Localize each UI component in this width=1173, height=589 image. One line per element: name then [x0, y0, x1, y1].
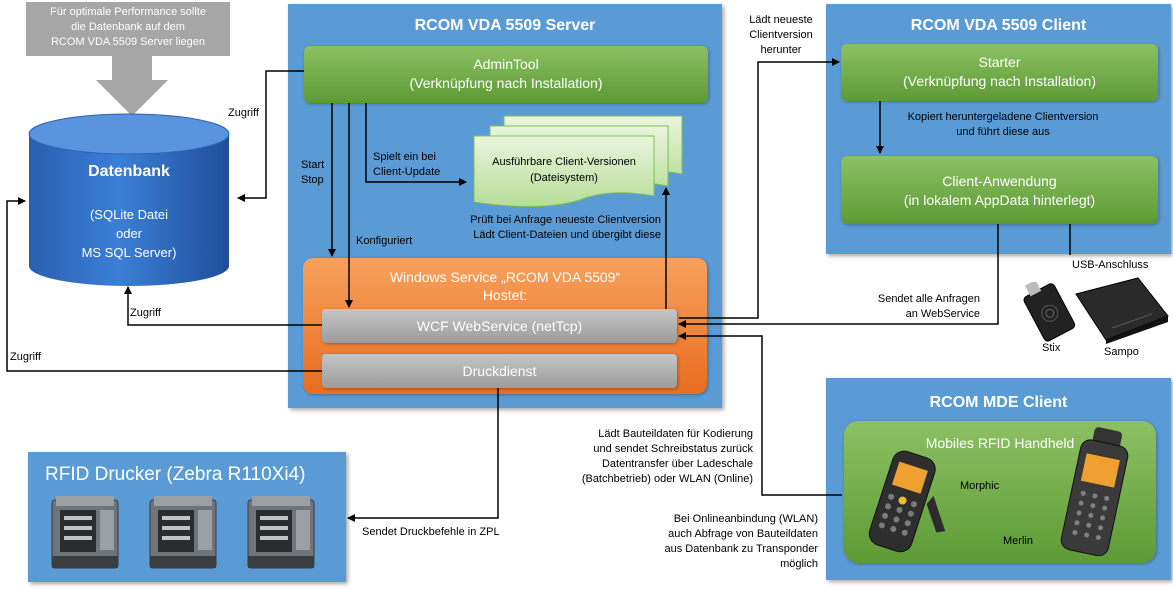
- bauteil-line: (Batchbetrieb) oder WLAN (Online): [581, 473, 753, 485]
- stix-label: Stix: [1042, 342, 1061, 354]
- merlin-device-icon: [1060, 427, 1129, 556]
- mde-inner-title: Mobiles RFID Handheld: [925, 435, 1075, 451]
- zugriff-admintool-label: Zugriff: [228, 107, 259, 119]
- wcf-label: WCF WebService (netTcp): [416, 318, 583, 334]
- starter-label: Starter: [978, 54, 1021, 70]
- mde-title: RCOM MDE Client: [929, 394, 1068, 411]
- druckdienst-box: Druckdienst: [322, 354, 677, 388]
- client-app-sub: (in lokalem AppData hinterlegt): [903, 192, 1096, 208]
- performance-note: Für optimale Performance sollte die Date…: [26, 2, 230, 56]
- client-versions-sub: (Dateisystem): [530, 172, 598, 184]
- laedt-line: Clientversion: [749, 29, 813, 41]
- windows-service-hosts: Hostet:: [482, 287, 528, 303]
- morphic-device-icon: [868, 450, 946, 553]
- kopiert-label: Kopiert heruntergeladene Clientversion u…: [888, 110, 1118, 140]
- prueft-line: Prüft bei Anfrage neueste Clientversion: [470, 214, 661, 226]
- sampo-device-icon: [1075, 277, 1169, 344]
- bauteil-line: Lädt Bauteildaten für Kodierung: [598, 428, 753, 440]
- database-cylinder: [28, 113, 230, 286]
- database-line: MS SQL Server): [81, 245, 177, 260]
- start-label: Start: [301, 159, 325, 171]
- stix-device-icon: [1023, 282, 1076, 342]
- spielt-label: Spielt ein bei Client-Update: [373, 150, 440, 180]
- client-versions-label: Ausführbare Client-Versionen: [492, 156, 636, 168]
- druckdienst-label: Druckdienst: [462, 363, 537, 379]
- konfiguriert-label: Konfiguriert: [356, 235, 413, 247]
- kopiert-line: Kopiert heruntergeladene Clientversion: [907, 111, 1099, 123]
- admintool-box: AdminTool (Verknüpfung nach Installation…: [304, 46, 708, 103]
- note-line: die Datenbank auf dem: [71, 21, 185, 33]
- prueft-line: Lädt Client-Dateien und übergibt diese: [473, 229, 661, 241]
- client-app-label: Client-Anwendung: [942, 173, 1057, 189]
- morphic-label: Morphic: [960, 480, 1000, 492]
- online-label: Bei Onlineanbindung (WLAN) auch Abfrage …: [620, 512, 819, 572]
- client-versions-text: Ausführbare Client-Versionen (Dateisyste…: [474, 154, 654, 186]
- spielt-line: Client-Update: [373, 166, 441, 178]
- database-line: oder: [115, 226, 143, 241]
- sendet-line: an WebService: [905, 308, 980, 320]
- printer-title: RFID Drucker (Zebra R110Xi4): [45, 464, 306, 485]
- spielt-line: Spielt ein bei: [373, 151, 436, 163]
- laedt-line: Lädt neueste: [749, 14, 813, 26]
- druckbefehle-label: Sendet Druckbefehle in ZPL: [362, 526, 500, 538]
- starter-box: Starter (Verknüpfung nach Installation): [841, 44, 1158, 101]
- sampo-label: Sampo: [1104, 346, 1139, 358]
- note-line: RCOM VDA 5509 Server liegen: [50, 36, 206, 48]
- database-title: Datenbank: [88, 163, 170, 180]
- prueft-label: Prüft bei Anfrage neueste Clientversion …: [440, 213, 661, 243]
- client-app-box: Client-Anwendung (in lokalem AppData hin…: [841, 156, 1158, 224]
- note-line: Für optimale Performance sollte: [50, 6, 206, 18]
- zugriff-wcf-label: Zugriff: [130, 307, 161, 319]
- admintool-label: AdminTool: [473, 56, 539, 72]
- bauteil-line: Datentransfer über Ladeschale: [601, 458, 753, 470]
- windows-service-label: Windows Service „RCOM VDA 5509“ Hostet:: [303, 268, 707, 304]
- merlin-label: Merlin: [1003, 535, 1033, 547]
- client-versions-docs: [473, 115, 683, 208]
- usb-label: USB-Anschluss: [1072, 259, 1149, 271]
- windows-service-title: Windows Service „RCOM VDA 5509“: [389, 269, 621, 285]
- laedt-neueste-label: Lädt neueste Clientversion herunter: [731, 13, 831, 58]
- bauteil-line: und sendet Schreibstatus zurück: [593, 443, 753, 455]
- sendet-line: Sendet alle Anfragen: [877, 293, 980, 305]
- online-line: auch Abfrage von Bauteildaten: [668, 528, 818, 540]
- bauteildaten-label: Lädt Bauteildaten für Kodierung und send…: [560, 427, 753, 487]
- client-title: RCOM VDA 5509 Client: [910, 17, 1087, 34]
- online-line: Bei Onlineanbindung (WLAN): [673, 513, 818, 525]
- zugriff-druck-label: Zugriff: [10, 351, 41, 363]
- kopiert-line: und führt diese aus: [956, 126, 1050, 138]
- online-line: möglich: [780, 558, 818, 570]
- start-stop-label: Start Stop: [301, 158, 324, 188]
- database-line: (SQLite Datei: [89, 207, 169, 222]
- online-line: aus Datenbank zu Transponder: [664, 543, 819, 555]
- starter-sub: (Verknüpfung nach Installation): [902, 73, 1096, 89]
- laedt-line: herunter: [760, 44, 802, 56]
- sendet-anfragen-label: Sendet alle Anfragen an WebService: [856, 292, 980, 322]
- stop-label: Stop: [301, 174, 324, 186]
- database-details: (SQLite Datei oder MS SQL Server): [27, 205, 231, 262]
- server-title: RCOM VDA 5509 Server: [414, 17, 596, 34]
- wcf-webservice-box: WCF WebService (netTcp): [322, 309, 677, 343]
- admintool-sub: (Verknüpfung nach Installation): [409, 75, 603, 91]
- note-down-arrow: [96, 56, 168, 116]
